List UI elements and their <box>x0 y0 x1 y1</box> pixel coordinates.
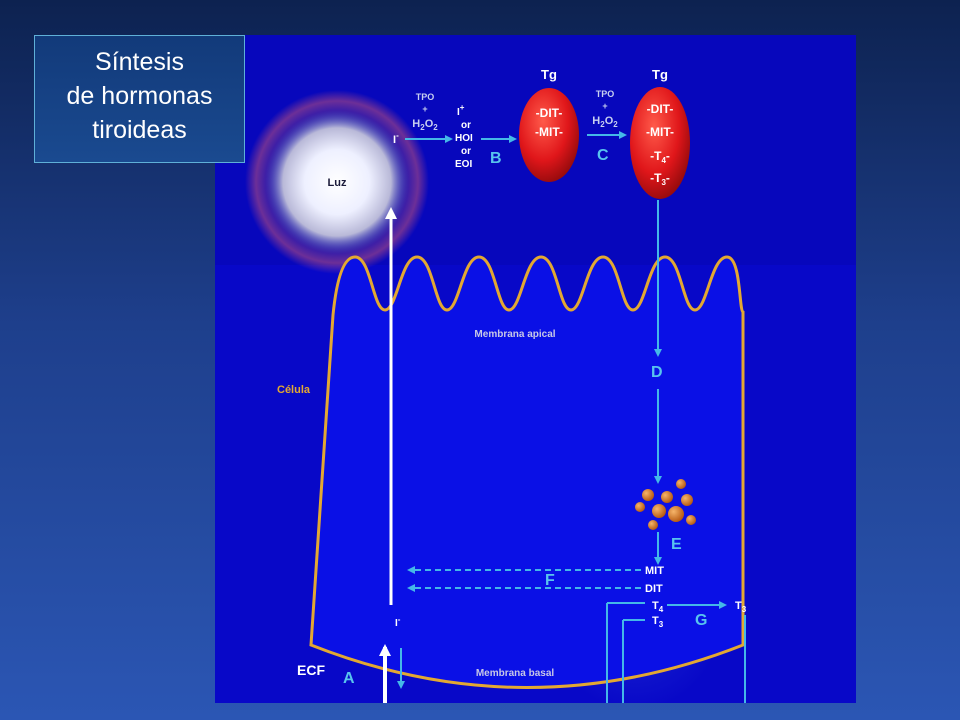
tg2-label: Tg <box>652 67 668 82</box>
tg2-t4: -T4- <box>650 149 670 165</box>
eoi-label: EOI <box>455 159 472 170</box>
membrana-apical-label: Membrana apical <box>474 329 555 340</box>
diagram-svg: Luz Membrana apical Célula Membrana basa… <box>215 35 856 703</box>
t3-product: T3 <box>652 615 664 629</box>
ecf-label: ECF <box>297 662 325 678</box>
or-label-2: or <box>461 146 471 157</box>
thyroglobulin-2 <box>630 87 690 199</box>
letter-a: A <box>343 670 355 687</box>
letter-c: C <box>597 147 609 164</box>
colloid-droplets <box>635 479 696 530</box>
h2o2-label-2: H2O2 <box>592 115 618 129</box>
iodide-cell-label: I- <box>395 615 401 629</box>
luz-sphere <box>265 110 409 254</box>
tpo-label-1: TPO <box>416 92 435 102</box>
i-plus-label: I+ <box>457 103 465 118</box>
t4-product: T4 <box>652 600 664 614</box>
t3-converted: T3 <box>735 600 747 614</box>
membrana-basal-label: Membrana basal <box>476 668 555 679</box>
mit-product: MIT <box>645 565 664 577</box>
dit-product: DIT <box>645 583 663 595</box>
plus-label-1: + <box>422 104 427 114</box>
luz-label: Luz <box>328 177 347 189</box>
celula-label: Célula <box>277 384 311 396</box>
thyroid-diagram: Luz Membrana apical Célula Membrana basa… <box>215 35 856 703</box>
cell-membrane <box>309 255 745 689</box>
plus-label-2: + <box>602 101 607 111</box>
hoi-label: HOI <box>455 133 473 144</box>
tg2-t3: -T3- <box>650 171 670 187</box>
iodide-lumen-label: I- <box>393 131 399 146</box>
title-line-3: tiroideas <box>92 116 187 144</box>
tpo-label-2: TPO <box>596 89 615 99</box>
title-line-1: Síntesis <box>95 48 184 76</box>
title-line-2: de hormonas <box>66 82 213 110</box>
letter-f: F <box>545 572 555 589</box>
letter-e: E <box>671 536 682 553</box>
tg2-dit: -DIT- <box>647 102 674 116</box>
tg1-dit: -DIT- <box>536 106 563 120</box>
h2o2-label-1: H2O2 <box>412 118 438 132</box>
letter-d: D <box>651 364 663 381</box>
tg1-mit: -MIT- <box>535 125 563 139</box>
letter-g: G <box>695 612 707 629</box>
thyroglobulin-1 <box>519 88 579 182</box>
tg2-mit: -MIT- <box>646 125 674 139</box>
tg1-label: Tg <box>541 67 557 82</box>
letter-b: B <box>490 150 502 167</box>
title-box: Síntesis de hormonas tiroideas <box>34 35 245 163</box>
or-label-1: or <box>461 120 471 131</box>
